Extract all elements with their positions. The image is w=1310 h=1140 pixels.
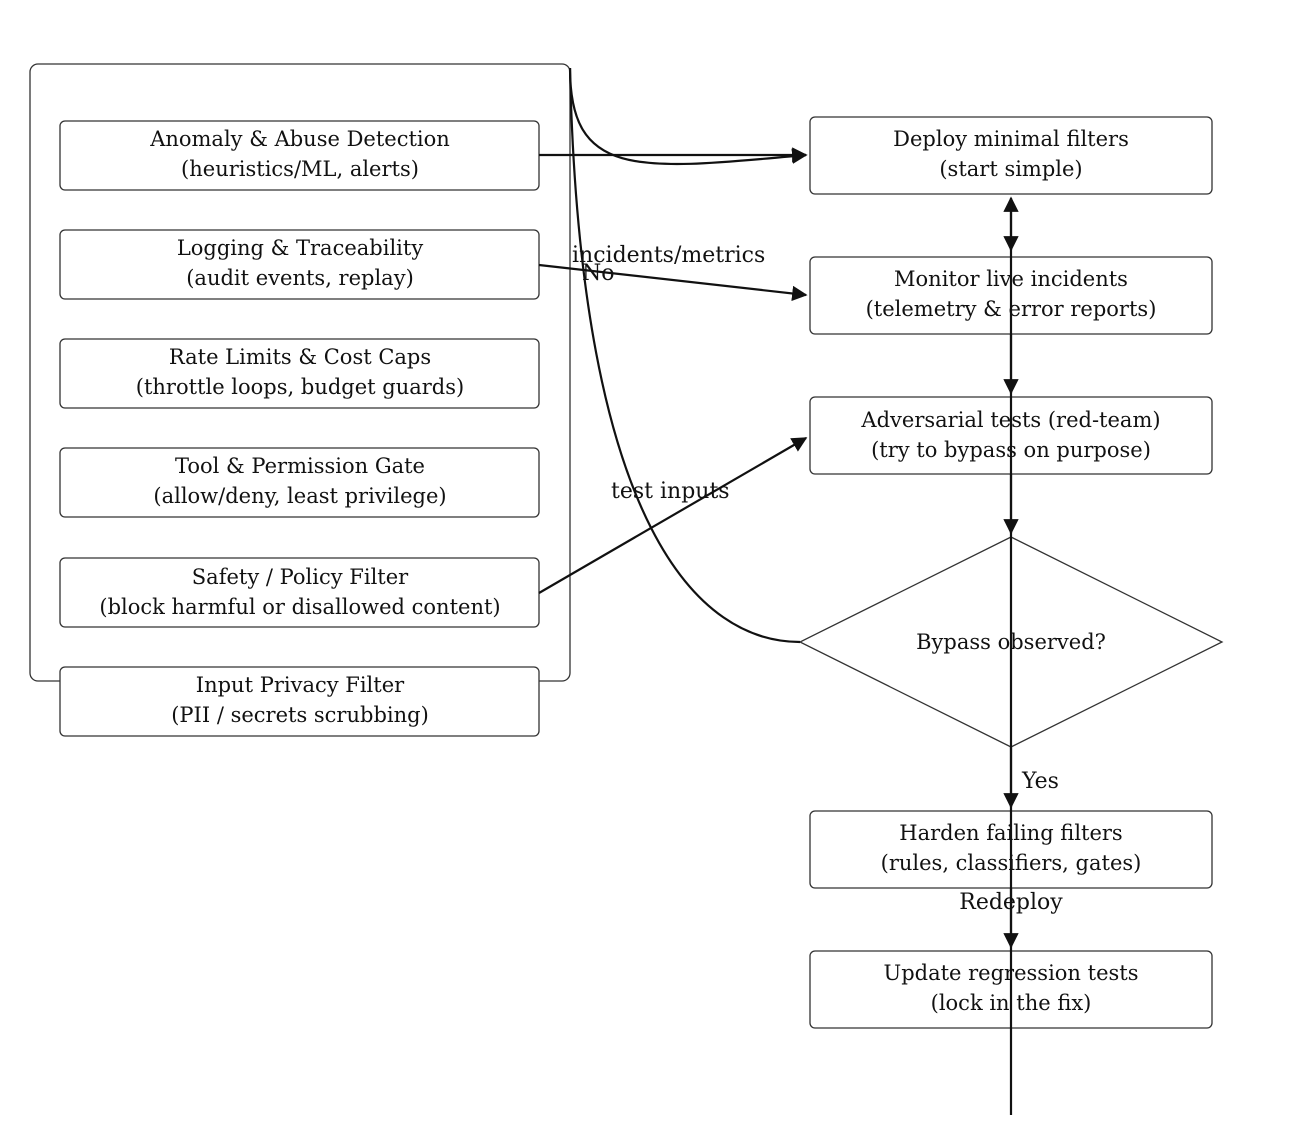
filter-box-tool-gate: Tool & Permission Gate (allow/deny, leas… [59, 447, 540, 518]
filter-subtitle: (block harmful or disallowed content) [99, 595, 500, 619]
filter-title: Logging & Traceability [177, 236, 424, 260]
step-deploy-minimal-filters: Deploy minimal filters (start simple) [809, 116, 1213, 195]
step-title: Deploy minimal filters [893, 127, 1129, 151]
edge-safety-to-adversarial [538, 437, 808, 594]
filter-subtitle: (heuristics/ML, alerts) [181, 157, 419, 181]
filter-subtitle: (allow/deny, least privilege) [153, 484, 446, 508]
edge-label-incidents: incidents/metrics [572, 243, 765, 268]
filter-title: Tool & Permission Gate [175, 454, 425, 478]
edge-label-no: No [582, 261, 615, 286]
filter-subtitle: (throttle loops, budget guards) [136, 375, 464, 399]
filter-box-logging: Logging & Traceability (audit events, re… [59, 229, 540, 300]
filter-box-input-privacy: Input Privacy Filter (PII / secrets scru… [59, 666, 540, 737]
filter-title: Safety / Policy Filter [192, 565, 409, 589]
edge-no-loop [568, 67, 801, 644]
edge-logging-to-monitor [538, 263, 808, 302]
filter-subtitle: (audit events, replay) [186, 266, 414, 290]
step-subtitle: (start simple) [939, 157, 1082, 181]
filter-subtitle: (PII / secrets scrubbing) [171, 703, 429, 727]
filter-title: Anomaly & Abuse Detection [149, 127, 450, 151]
edge-label-test-inputs: test inputs [611, 479, 730, 504]
filter-box-safety-policy: Safety / Policy Filter (block harmful or… [59, 557, 540, 628]
edge-label-yes: Yes [1021, 769, 1059, 794]
edge-label-redeploy: Redeploy [959, 890, 1063, 915]
edge-group-to-deploy [568, 67, 808, 166]
filter-box-anomaly: Anomaly & Abuse Detection (heuristics/ML… [59, 120, 540, 191]
filter-title: Rate Limits & Cost Caps [169, 345, 431, 369]
filter-box-rate-limits: Rate Limits & Cost Caps (throttle loops,… [59, 338, 540, 409]
filter-title: Input Privacy Filter [196, 673, 405, 697]
